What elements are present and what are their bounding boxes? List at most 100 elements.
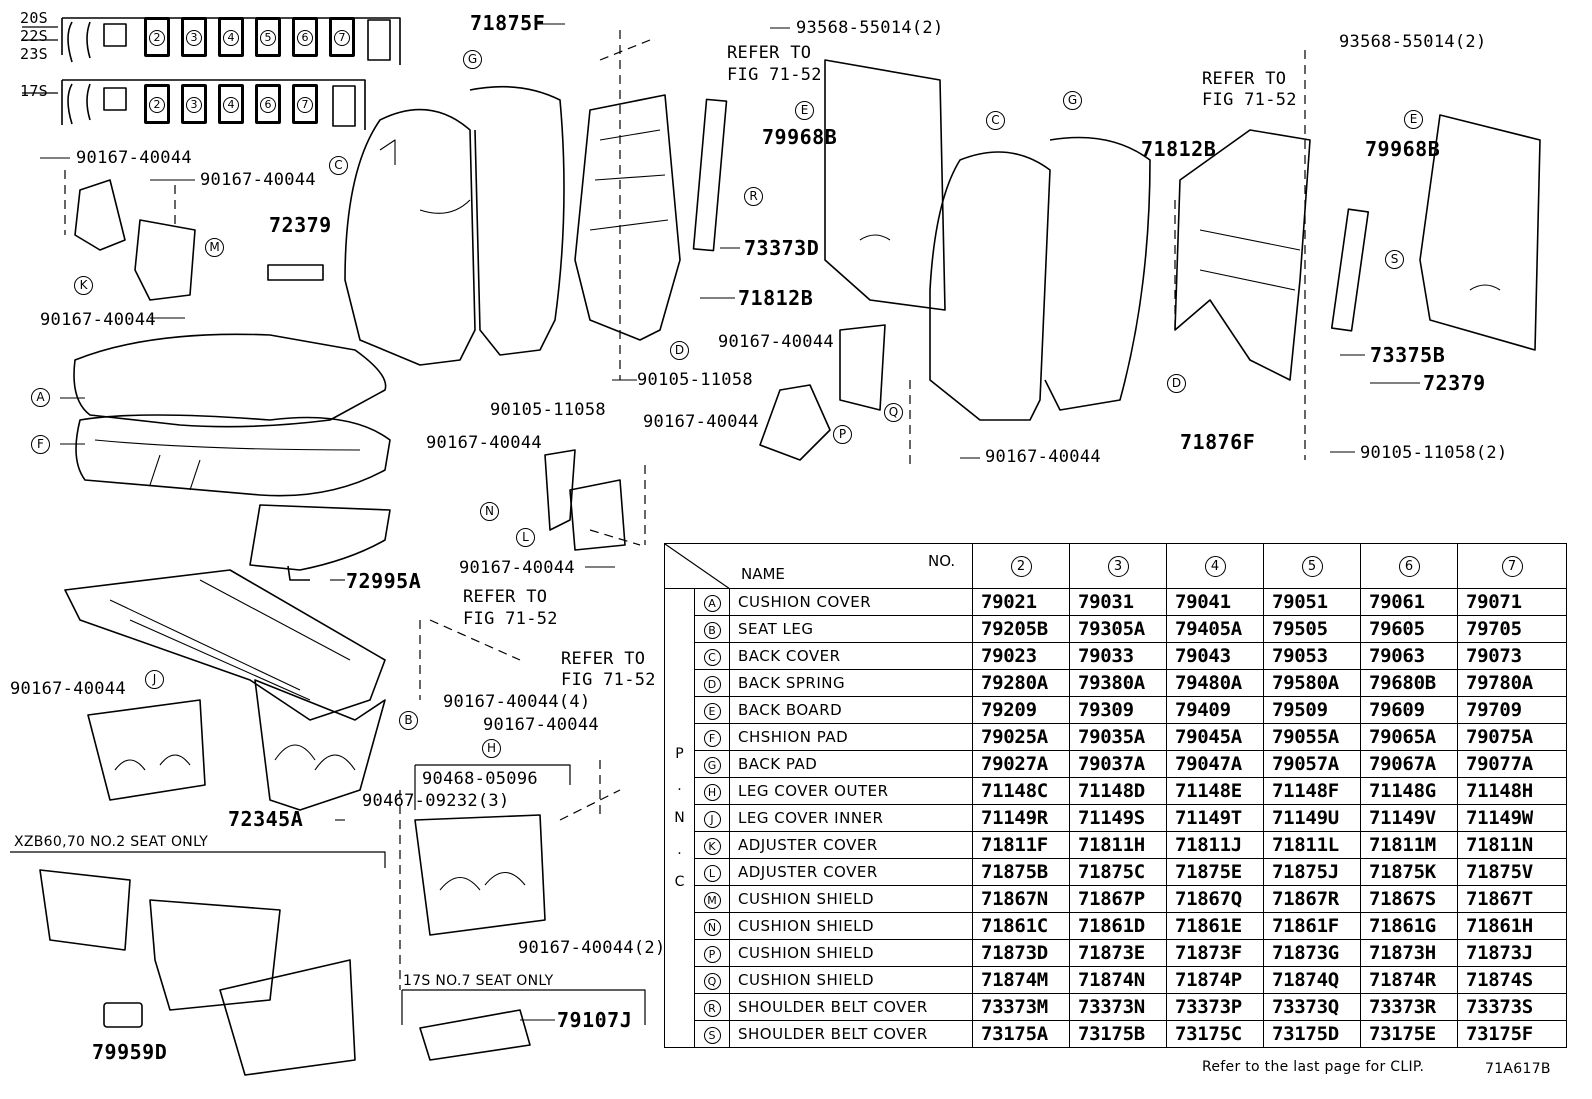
legend-seat-position: 7 (292, 84, 318, 124)
note-17s-seat: 17S NO.7 SEAT ONLY (403, 973, 554, 989)
marker-n: N (480, 502, 499, 521)
part-number: 71149R (972, 804, 1071, 832)
part-number: 71149T (1166, 804, 1265, 832)
part-number: 73175A (972, 1020, 1071, 1048)
part-number: 71874R (1360, 966, 1459, 994)
part-number: 71861H (1457, 912, 1568, 940)
callout: 72995A (346, 569, 422, 593)
part-number: 79063 (1360, 642, 1459, 670)
column-header: 2 (972, 543, 1071, 589)
part-number: 79065A (1360, 723, 1459, 751)
row-key: P (694, 939, 730, 967)
part-number: 71148E (1166, 777, 1265, 805)
part-number: 71875C (1069, 858, 1168, 886)
callout: 90167-40044(2) (518, 938, 666, 958)
row-key-letter: C (703, 649, 721, 666)
part-number: 79021 (972, 588, 1071, 616)
part-name: BACK PAD (728, 750, 974, 778)
legend-seat-position: 3 (181, 17, 207, 57)
callout: REFER TO (463, 587, 548, 607)
part-name: LEG COVER OUTER (728, 777, 974, 805)
part-number: 79037A (1069, 750, 1168, 778)
part-number: 71149V (1360, 804, 1459, 832)
row-key: D (694, 669, 730, 697)
part-number: 71861F (1263, 912, 1362, 940)
part-number: 79073 (1457, 642, 1568, 670)
part-number: 79780A (1457, 669, 1568, 697)
callout: 93568-55014(2) (796, 18, 944, 38)
callout: 90167-40044(4) (443, 692, 591, 712)
part-number: 79051 (1263, 588, 1362, 616)
part-number: 73175D (1263, 1020, 1362, 1048)
callout: REFER TO (1202, 69, 1287, 89)
marker-d: D (1167, 374, 1186, 393)
part-number: 71867T (1457, 885, 1568, 913)
part-number: 79045A (1166, 723, 1265, 751)
marker-e: E (1404, 110, 1423, 129)
part-number: 71811H (1069, 831, 1168, 859)
column-number: 7 (1501, 556, 1523, 577)
part-number: 71875B (972, 858, 1071, 886)
part-name: ADJUSTER COVER (728, 858, 974, 886)
part-number: 73373Q (1263, 993, 1362, 1021)
row-key: B (694, 615, 730, 643)
row-key: F (694, 723, 730, 751)
part-name: SEAT LEG (728, 615, 974, 643)
callout: 79107J (557, 1008, 633, 1032)
part-number: 71874N (1069, 966, 1168, 994)
part-name: CUSHION SHIELD (728, 912, 974, 940)
part-number: 71875K (1360, 858, 1459, 886)
row-key-letter: Q (703, 973, 721, 990)
legend-seat-position: 2 (144, 17, 170, 57)
column-header: 3 (1069, 543, 1168, 589)
seat-code-17s: 17S (20, 82, 48, 100)
row-key-letter: K (703, 838, 721, 855)
part-name: CUSHION SHIELD (728, 966, 974, 994)
seat-code-22s: 22S (20, 27, 48, 45)
row-key-letter: G (703, 757, 721, 774)
part-name: SHOULDER BELT COVER (728, 993, 974, 1021)
row-key: M (694, 885, 730, 913)
part-number: 71874M (972, 966, 1071, 994)
column-number: 2 (1010, 556, 1032, 577)
part-number: 79067A (1360, 750, 1459, 778)
part-number: 71148D (1069, 777, 1168, 805)
column-number: 3 (1107, 556, 1129, 577)
part-number: 79053 (1263, 642, 1362, 670)
callout: 90167-40044 (459, 558, 575, 578)
part-number: 71811L (1263, 831, 1362, 859)
callout: 90105-11058(2) (1360, 443, 1508, 463)
marker-k: K (74, 276, 93, 295)
marker-r: R (744, 187, 763, 206)
callout: 90167-40044 (76, 148, 192, 168)
part-number: 71861E (1166, 912, 1265, 940)
legend-seat-position: 6 (255, 84, 281, 124)
row-key: N (694, 912, 730, 940)
marker-s: S (1385, 250, 1404, 269)
row-key-letter: L (703, 865, 721, 882)
part-number: 71861C (972, 912, 1071, 940)
part-number: 79047A (1166, 750, 1265, 778)
callout: 90468-05096 (422, 769, 538, 789)
part-name: BACK BOARD (728, 696, 974, 724)
part-number: 71811J (1166, 831, 1265, 859)
column-header: 4 (1166, 543, 1265, 589)
part-number: 79680B (1360, 669, 1459, 697)
part-name: BACK COVER (728, 642, 974, 670)
column-number: 4 (1204, 556, 1226, 577)
column-number: 5 (1301, 556, 1323, 577)
part-number: 71873D (972, 939, 1071, 967)
row-key: Q (694, 966, 730, 994)
legend-seat-position: 7 (329, 17, 355, 57)
marker-p: P (833, 425, 852, 444)
row-key: H (694, 777, 730, 805)
marker-c: C (329, 156, 348, 175)
row-key-letter: M (703, 892, 721, 909)
